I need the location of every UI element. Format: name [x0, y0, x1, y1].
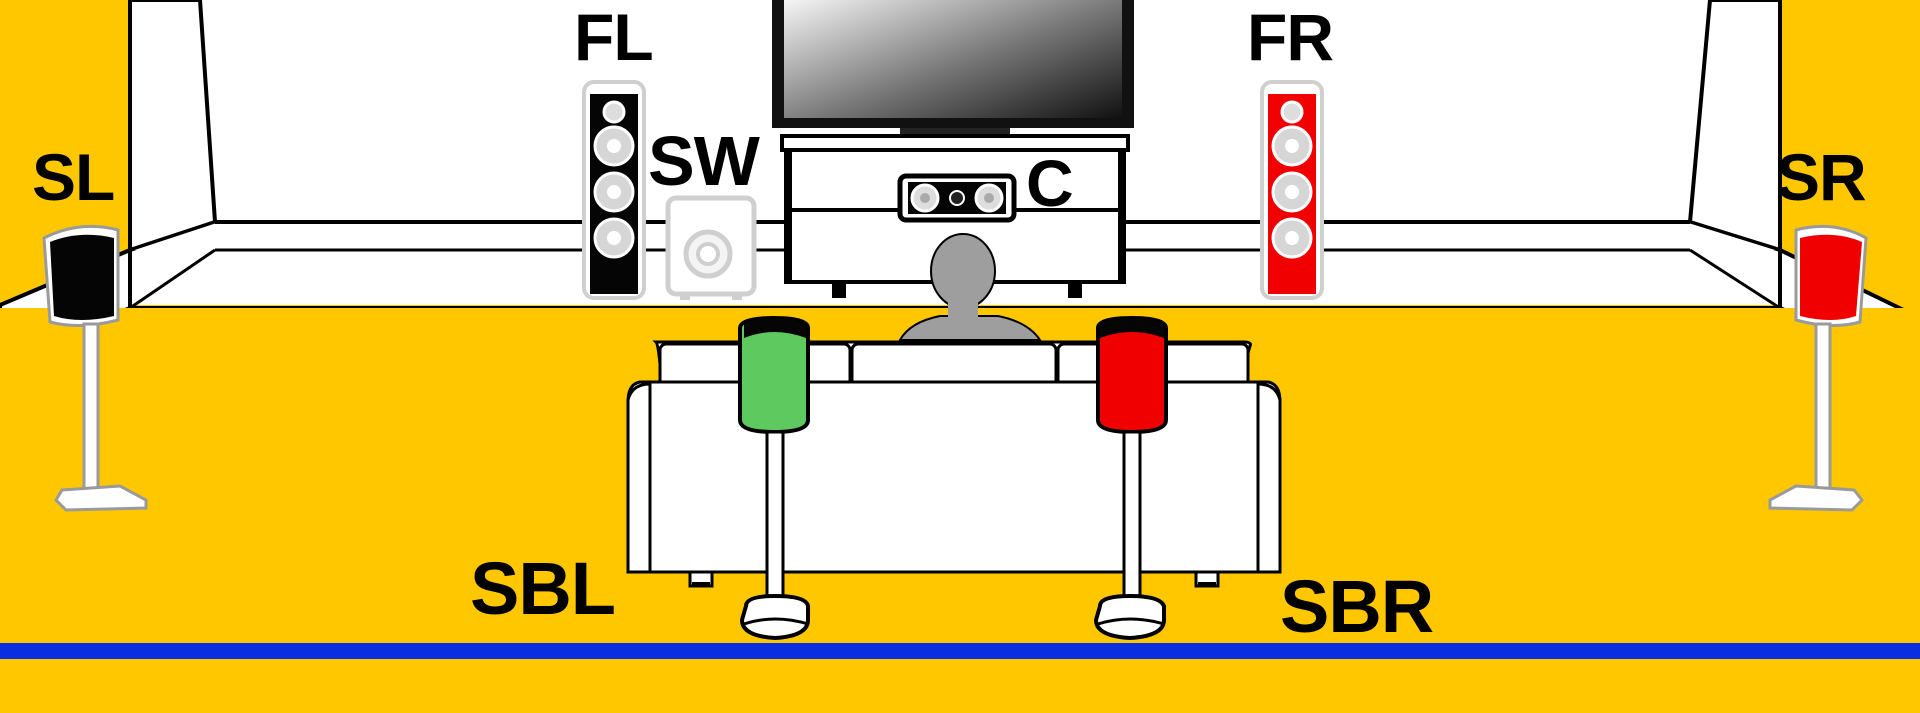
surround-right-speaker-icon — [1768, 224, 1868, 512]
label-surround-back-right: SBR — [1280, 565, 1434, 648]
center-speaker-icon — [897, 173, 1017, 223]
label-front-right: FR — [1247, 0, 1334, 74]
label-center: C — [1026, 146, 1074, 220]
sofa — [626, 340, 1282, 588]
listener-icon — [898, 233, 1042, 341]
surround-left-speaker-icon — [42, 224, 148, 512]
label-surround-left: SL — [32, 140, 115, 214]
floor-line — [0, 643, 1920, 659]
front-left-speaker-icon — [582, 80, 646, 300]
surround-back-left-speaker-icon — [738, 315, 810, 641]
label-front-left: FL — [574, 0, 654, 74]
label-subwoofer: SW — [648, 122, 760, 200]
label-surround-back-left: SBL — [470, 547, 616, 630]
surround-back-right-speaker-icon — [1093, 315, 1168, 641]
television — [772, 0, 1134, 140]
subwoofer-icon — [665, 195, 757, 300]
front-right-speaker-icon — [1260, 80, 1324, 300]
label-surround-right: SR — [1776, 140, 1867, 214]
